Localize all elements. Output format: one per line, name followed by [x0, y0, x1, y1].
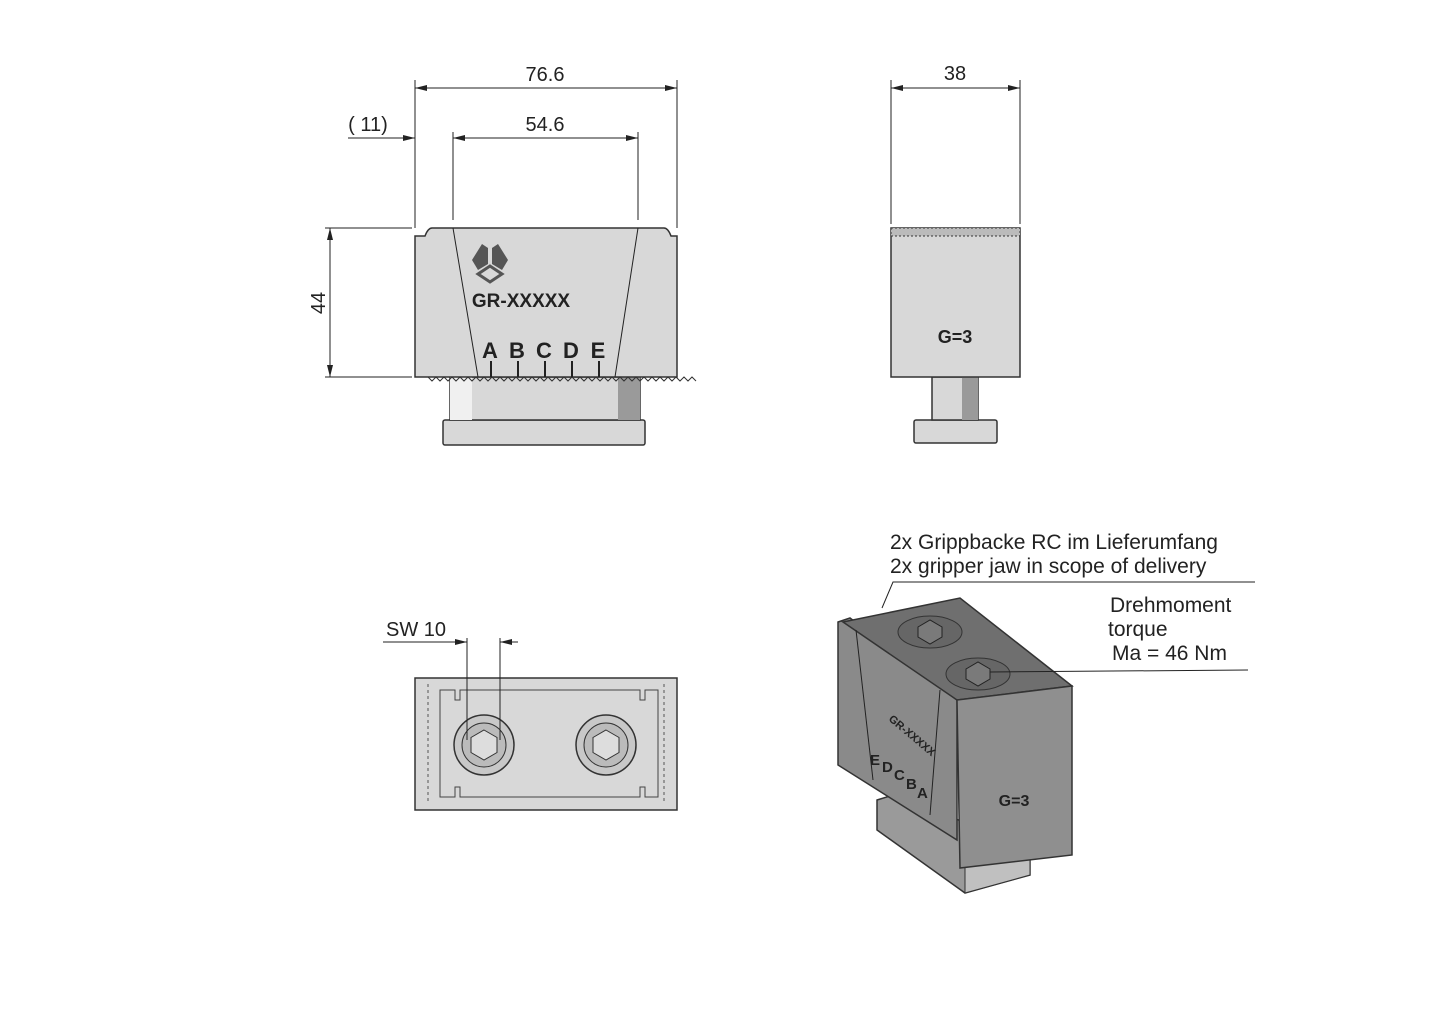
- grip-mark: G=3: [938, 327, 973, 347]
- dim-overall-width: 76.6: [526, 64, 565, 86]
- top-slot-outline: [439, 689, 659, 798]
- side-extension-lines: [890, 80, 1021, 224]
- iso-letter-b: B: [906, 776, 917, 793]
- torque-label-english: torque: [1108, 618, 1168, 641]
- dim-height: 44: [308, 292, 330, 314]
- iso-letter-a: A: [917, 785, 928, 802]
- front-view: GR-XXXXX A B C D E 76.6 54.6 ( 11) 44: [308, 64, 697, 446]
- taper-line-right: [614, 227, 639, 378]
- iso-letter-d: D: [882, 759, 893, 776]
- dim-wrench-size: SW 10: [386, 619, 446, 641]
- sw-extension-lines: [466, 638, 501, 740]
- side-serration: [890, 227, 1021, 237]
- scale-letter-a: A: [482, 338, 498, 363]
- bolt-right: [575, 714, 637, 776]
- extension-lines: [325, 80, 678, 378]
- side-body: [890, 227, 1021, 378]
- dim-side-width: 38: [944, 63, 966, 85]
- note-german: 2x Grippbacke RC im Lieferumfang: [890, 531, 1218, 554]
- side-foot: [913, 419, 998, 444]
- scale-letter-b: B: [509, 338, 525, 363]
- iso-letter-e: E: [870, 752, 880, 769]
- top-view: SW 10: [383, 619, 678, 811]
- scale-letter-c: C: [536, 338, 552, 363]
- top-serrations: [427, 684, 665, 803]
- hex-socket-icon: [470, 729, 498, 761]
- bolt-left: [453, 714, 515, 776]
- scale-letter-e: E: [591, 338, 606, 363]
- leader-torque: [989, 669, 1249, 673]
- scale-ticks: [490, 361, 600, 377]
- iso-letter-c: C: [894, 767, 905, 784]
- iso-taper-line: [929, 689, 941, 816]
- serration: [427, 376, 697, 382]
- side-stem-shadow: [962, 377, 978, 420]
- hex-socket-icon: [965, 661, 991, 687]
- iso-view: GR-XXXXX E D C B A G=3 2x Grippbacke RC …: [837, 531, 1255, 894]
- logo-icon: [472, 244, 508, 284]
- iso-front-face: [956, 685, 1073, 869]
- front-stem: [449, 376, 641, 421]
- hex-socket-icon: [917, 619, 943, 645]
- iso-left-face: [837, 617, 958, 842]
- part-label: GR-XXXXX: [472, 291, 571, 312]
- scale-letter-d: D: [563, 338, 579, 363]
- hex-socket-icon: [592, 729, 620, 761]
- torque-value: Ma = 46 Nm: [1112, 642, 1227, 665]
- stem-shadow: [618, 377, 640, 420]
- torque-label-german: Drehmoment: [1110, 594, 1232, 617]
- front-foot: [442, 419, 646, 446]
- taper-line-left: [452, 227, 479, 378]
- stem-highlight: [450, 377, 472, 420]
- leader-jaw-note: [881, 581, 1255, 609]
- note-english: 2x gripper jaw in scope of delivery: [890, 555, 1207, 578]
- side-view: G=3 38: [890, 63, 1021, 444]
- dim-offset: ( 11): [348, 114, 388, 136]
- iso-taper-line: [855, 629, 874, 781]
- iso-grip-mark: G=3: [999, 793, 1030, 810]
- dim-inner-width: 54.6: [526, 114, 565, 136]
